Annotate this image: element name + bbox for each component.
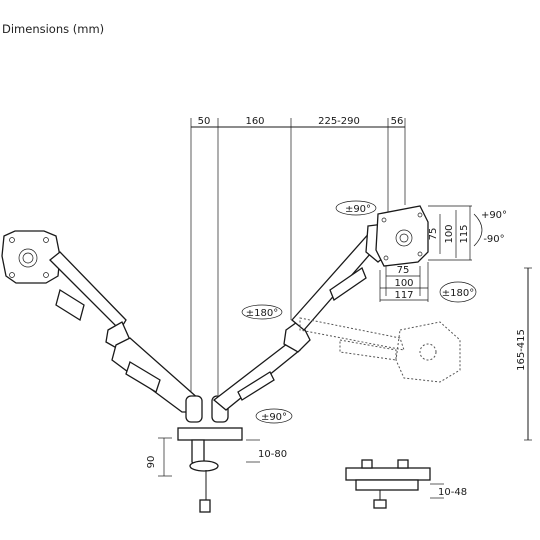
rot-tilt-up: +90°: [481, 210, 507, 221]
grommet-mount: 10-48: [345, 459, 467, 509]
dim-56: 56: [391, 116, 404, 127]
dim-10-80: 10-80: [258, 449, 287, 460]
dim-160: 160: [245, 116, 264, 127]
ghost-lowered-position: [299, 317, 461, 383]
vesa-h-75: 75: [397, 265, 410, 276]
rot-vesa-180: ±180°: [442, 288, 474, 299]
page-title: Dimensions (mm): [2, 22, 105, 36]
dim-90: 90: [146, 456, 157, 469]
dim-10-48: 10-48: [438, 487, 467, 498]
dim-225-290: 225-290: [318, 116, 360, 127]
height-range-dimension: 165-415: [516, 267, 532, 441]
left-arm: [49, 251, 203, 423]
rotation-labels: ±90° +90° -90° ±180° ±180° ±90°: [241, 200, 507, 424]
vesa-v-115: 115: [459, 224, 470, 243]
desk-clamp: 90 10-80: [146, 427, 287, 513]
dim-50: 50: [198, 116, 211, 127]
rot-tilt-top: ±90°: [345, 204, 371, 215]
right-vesa-plate: [375, 205, 429, 267]
vesa-v-75: 75: [428, 228, 439, 241]
left-vesa-plate: [1, 230, 61, 284]
vesa-h-117: 117: [394, 290, 413, 301]
rot-tilt-down: -90°: [483, 234, 504, 245]
vesa-h-100: 100: [394, 278, 413, 289]
vesa-v-100: 100: [444, 224, 455, 243]
right-arm: [211, 223, 391, 423]
dim-165-415: 165-415: [516, 329, 527, 371]
vesa-dimensions: 75 100 115 75 100 117: [379, 205, 472, 302]
rot-base-90: ±90°: [261, 412, 287, 423]
top-dimension-chain: 50 160 225-290 56: [190, 116, 406, 395]
rot-arm-180: ±180°: [246, 308, 278, 319]
